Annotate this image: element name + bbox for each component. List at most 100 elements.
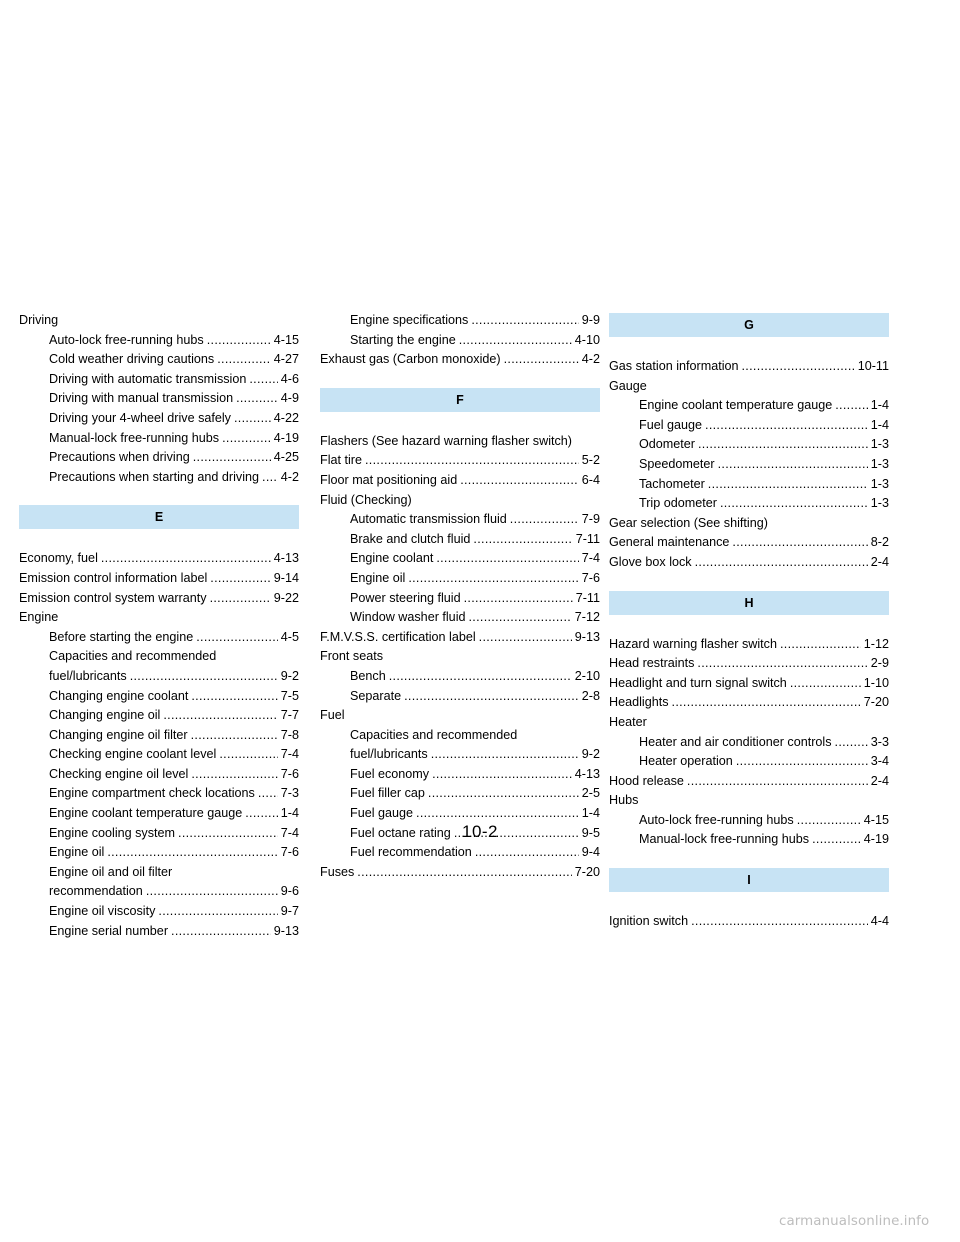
index-subentry: Engine compartment check locations7-3 xyxy=(19,784,299,804)
index-subentry: Manual-lock free-running hubs 4-19 xyxy=(19,429,299,449)
entry-page-ref: 9-13 xyxy=(273,923,299,938)
entry-text: Flat tire xyxy=(320,453,362,468)
dot-leader xyxy=(698,435,868,455)
entry-text: Changing engine oil xyxy=(49,708,161,723)
entry-text: Before starting the engine xyxy=(49,629,194,644)
entry-page-ref: 7-4 xyxy=(280,825,299,840)
entry-text: Manual-lock free-running hubs xyxy=(639,832,810,847)
entry-text: Glove box lock xyxy=(609,554,692,569)
entry-text: Changing engine oil filter xyxy=(49,727,188,742)
index-heading: Driving xyxy=(19,313,59,327)
index-subentry: Checking engine coolant level7-4 xyxy=(19,745,299,765)
entry-page-ref: 1-4 xyxy=(870,398,889,413)
dot-leader xyxy=(101,549,271,569)
entry-text: Engine serial number xyxy=(49,923,169,938)
index-heading: Hubs xyxy=(609,793,639,808)
dot-leader xyxy=(249,370,277,390)
index-subentry: Engine oil7-6 xyxy=(19,843,299,863)
dot-leader xyxy=(130,667,278,687)
dot-leader xyxy=(431,745,579,765)
entry-page-ref: 8-2 xyxy=(870,535,889,550)
entry-text: Emission control system warranty xyxy=(19,590,207,605)
index-heading: Gear selection (See shifting) xyxy=(609,515,768,530)
index-entry: Hood release2-4 xyxy=(609,772,889,792)
entry-page-ref: 1-3 xyxy=(870,437,889,452)
entry-page-ref: 9-4 xyxy=(581,845,600,860)
index-entry: F.M.V.S.S. certification label9-13 xyxy=(320,628,600,648)
entry-text: Bench xyxy=(350,668,386,683)
index-subheading: Engine oil and oil filter xyxy=(49,864,173,879)
index-subentry: Fuel economy4-13 xyxy=(320,765,600,785)
dot-leader xyxy=(720,494,868,514)
entry-text: Automatic transmission fluid xyxy=(350,512,507,527)
index-heading: Front seats xyxy=(320,649,383,664)
dot-leader xyxy=(479,628,572,648)
index-subentry: fuel/lubricants9-2 xyxy=(320,745,600,765)
entry-page-ref: 7-20 xyxy=(574,864,600,879)
dot-leader xyxy=(732,533,867,553)
dot-leader xyxy=(357,863,571,883)
index-subentry: Fuel filler cap2-5 xyxy=(320,784,600,804)
index-entry: Head restraints2-9 xyxy=(609,654,889,674)
dot-leader xyxy=(207,331,271,351)
entry-page-ref: 7-5 xyxy=(280,688,299,703)
entry-text: Manual-lock free-running hubs xyxy=(49,430,220,445)
entry-text: Engine cooling system xyxy=(49,825,176,840)
dot-leader xyxy=(428,784,579,804)
entry-text: Precautions when driving xyxy=(49,450,190,465)
index-subentry: Before starting the engine4-5 xyxy=(19,628,299,648)
index-subentry: Changing engine coolant7-5 xyxy=(19,687,299,707)
dot-leader xyxy=(191,726,278,746)
entry-page-ref: 4-2 xyxy=(280,469,299,484)
section-letter-header: E xyxy=(19,505,299,530)
entry-page-ref: 9-7 xyxy=(280,904,299,919)
entry-page-ref: 4-19 xyxy=(273,430,299,445)
entry-page-ref: 7-7 xyxy=(280,708,299,723)
index-subentry: Starting the engine4-10 xyxy=(320,331,600,351)
entry-page-ref: 9-6 xyxy=(280,884,299,899)
dot-leader xyxy=(365,451,579,471)
index-subentry: Driving with manual transmission4-9 xyxy=(19,389,299,409)
index-subentry: Driving with automatic transmission4-6 xyxy=(19,370,299,390)
entry-page-ref: 7-11 xyxy=(575,531,600,546)
section-letter-header: F xyxy=(320,387,600,412)
entry-text: Engine oil xyxy=(350,570,406,585)
index-subentry: Engine oil7-6 xyxy=(320,569,600,589)
index-entry: Floor mat positioning aid6-4 xyxy=(320,471,600,491)
entry-text: Separate xyxy=(350,688,402,703)
index-heading: Fuel xyxy=(320,708,345,723)
entry-text: Heater operation xyxy=(639,754,733,769)
dot-leader xyxy=(691,912,868,932)
entry-text: Hazard warning flasher switch xyxy=(609,636,777,651)
index-entry: Exhaust gas (Carbon monoxide)4-2 xyxy=(320,350,600,370)
dot-leader xyxy=(835,396,868,416)
index-entry: Gas station information10-11 xyxy=(609,357,889,377)
dot-leader xyxy=(460,471,579,491)
dot-leader xyxy=(196,628,278,648)
index-subheading: Capacities and recommended xyxy=(350,727,518,742)
entry-text: Economy, fuel xyxy=(19,551,98,566)
index-entry: Ignition switch4-4 xyxy=(609,912,889,932)
index-subentry: Engine coolant temperature gauge 1-4 xyxy=(609,396,889,416)
index-subentry: Trip odometer1-3 xyxy=(609,494,889,514)
entry-text: Tachometer xyxy=(639,476,705,491)
dot-leader xyxy=(191,687,277,707)
entry-text: General maintenance xyxy=(609,535,730,550)
index-entry: Economy, fuel4-13 xyxy=(19,549,299,569)
index-subentry: Odometer1-3 xyxy=(609,435,889,455)
dot-leader xyxy=(408,569,578,589)
entry-page-ref: 1-3 xyxy=(870,456,889,471)
entry-page-ref: 7-4 xyxy=(280,747,299,762)
index-subentry: Fuel gauge1-4 xyxy=(609,416,889,436)
dot-leader xyxy=(217,350,271,370)
index-subentry: Speedometer1-3 xyxy=(609,455,889,475)
index-subentry: Heater operation3-4 xyxy=(609,752,889,772)
index-subentry: Auto-lock free-running hubs4-15 xyxy=(609,811,889,831)
index-heading: Fluid (Checking) xyxy=(320,492,412,507)
entry-text: Engine coolant temperature gauge xyxy=(639,398,833,413)
dot-leader xyxy=(193,448,271,468)
index-subheading: Capacities and recommended xyxy=(49,649,217,664)
entry-text: Auto-lock free-running hubs xyxy=(49,332,204,347)
entry-text: Hood release xyxy=(609,773,684,788)
